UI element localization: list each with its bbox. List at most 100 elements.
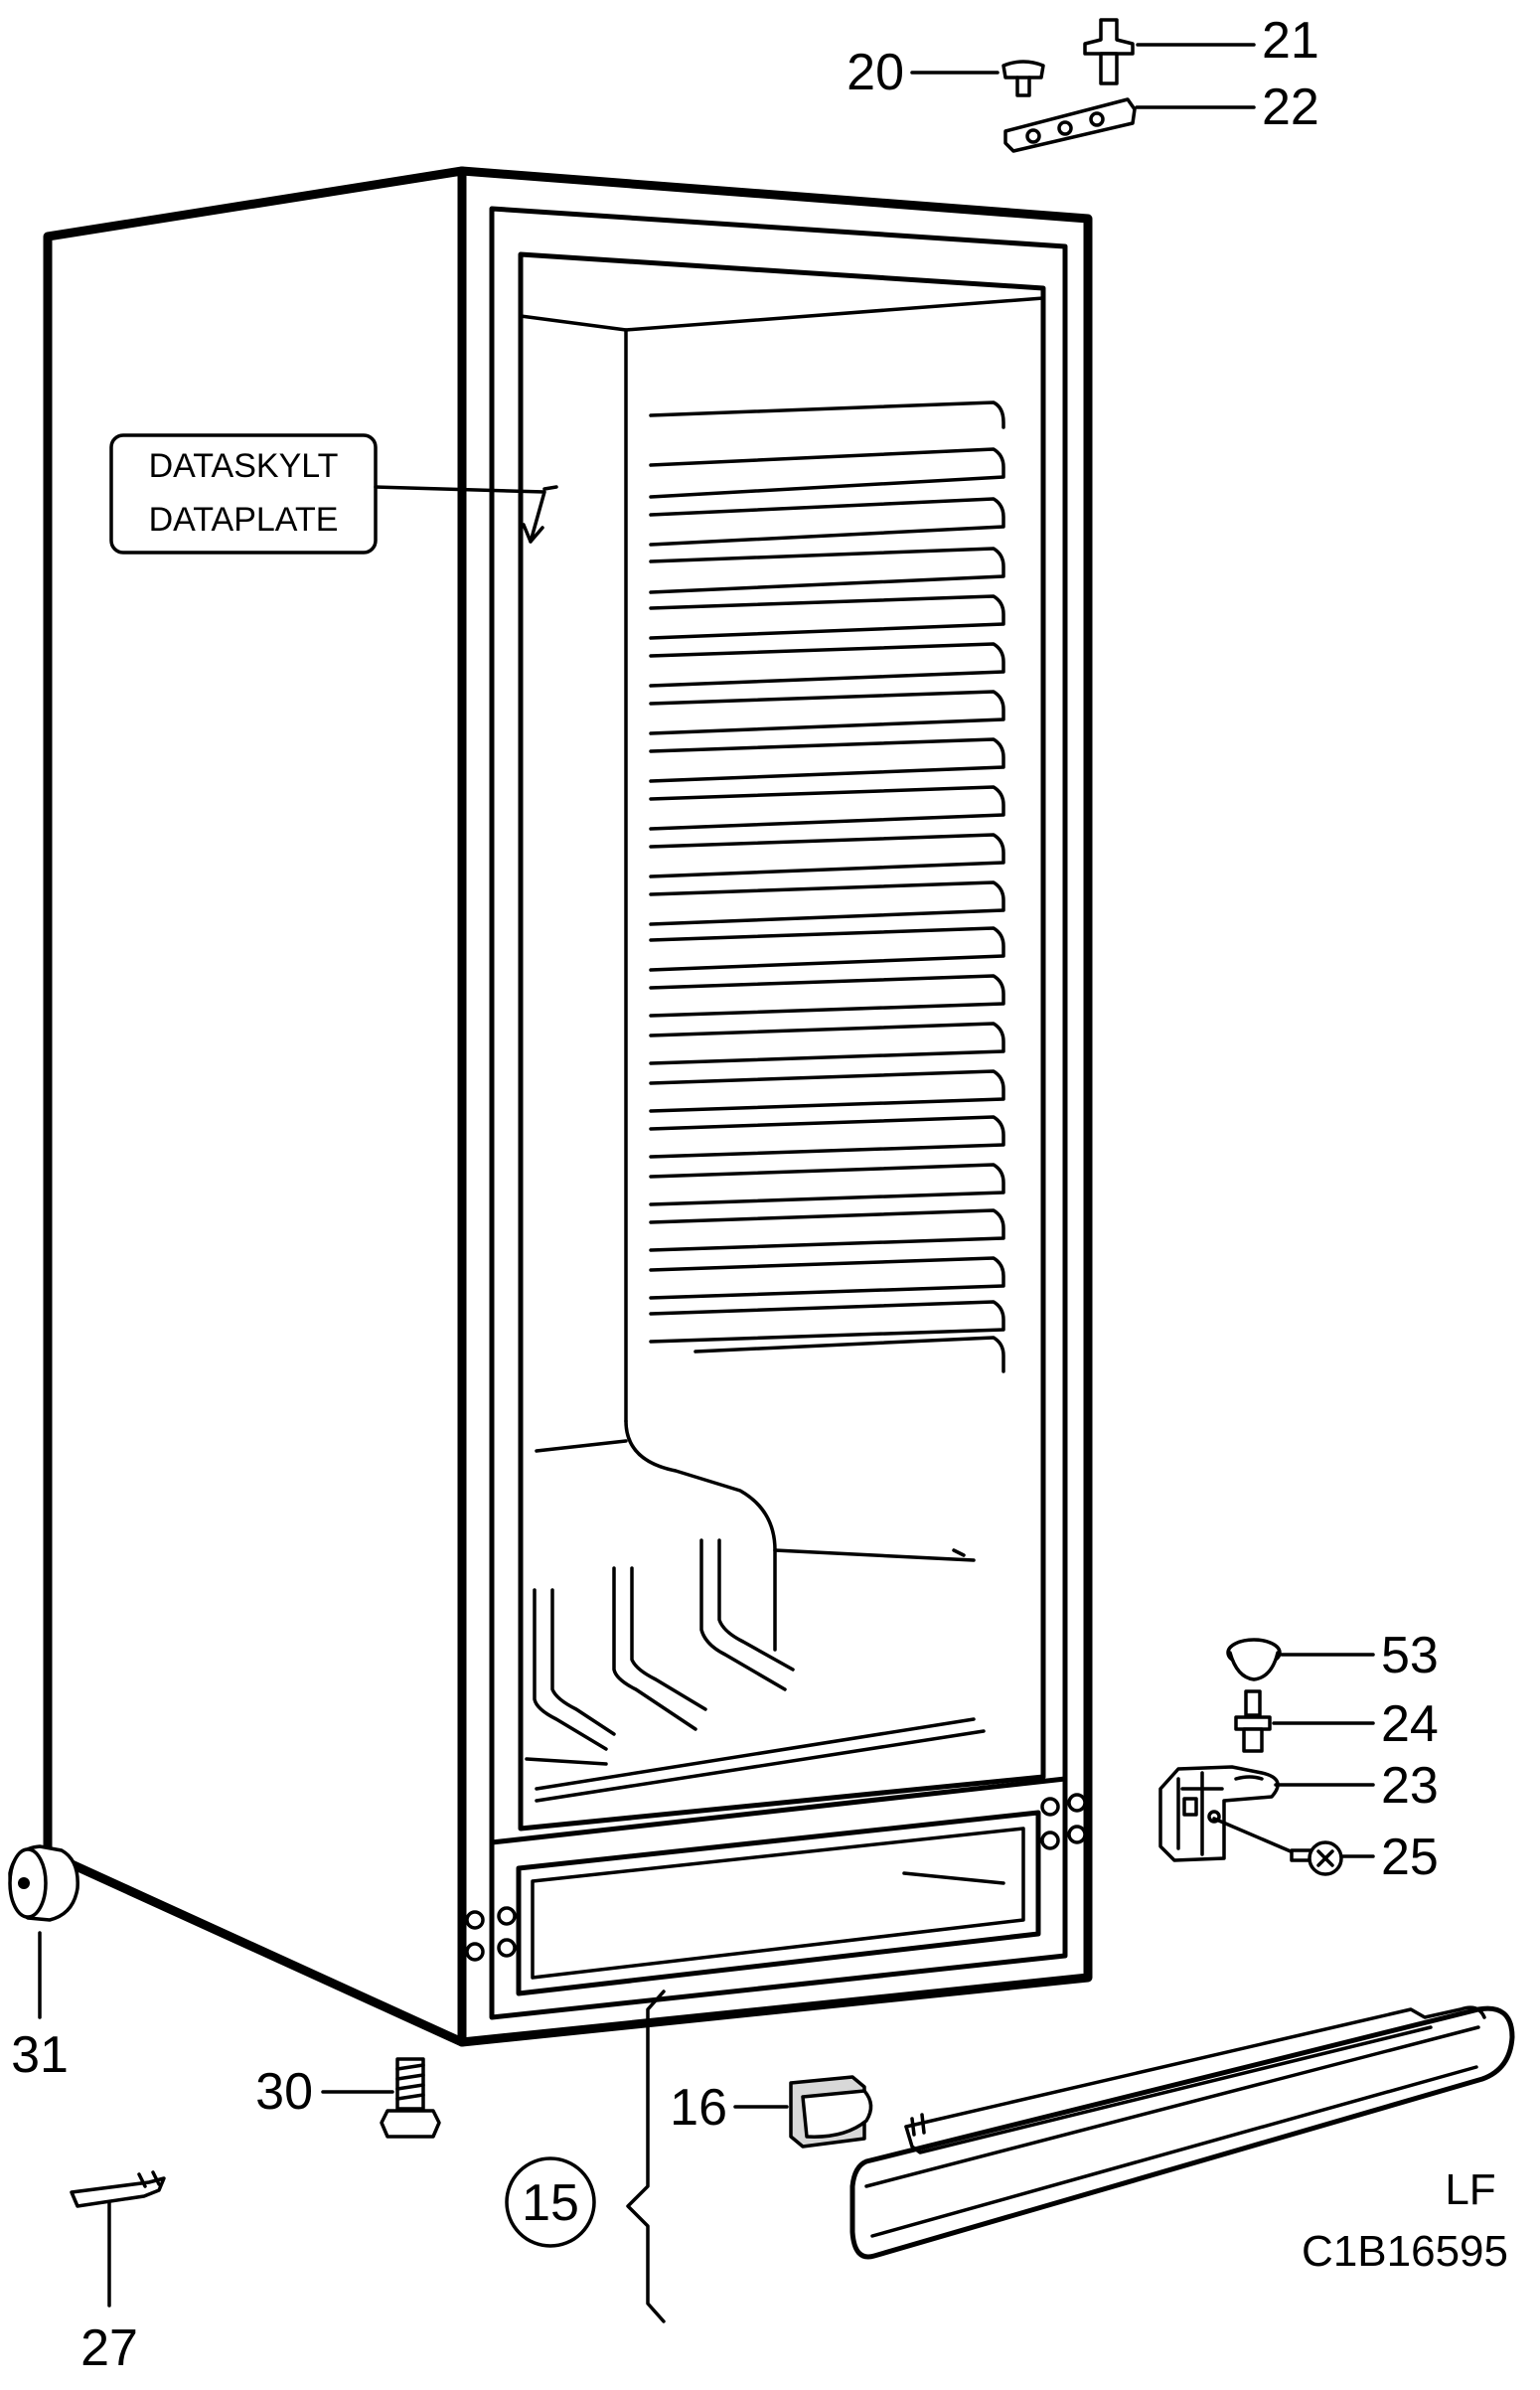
shelf-rail [649, 1022, 1005, 1065]
screw-hole [1040, 1831, 1060, 1850]
shelf-rail [649, 447, 1005, 499]
tube [699, 1538, 787, 1691]
frame-inner-rim [489, 206, 1068, 2020]
handle-highlight [864, 2025, 1480, 2188]
shelf-rail [649, 400, 1005, 429]
screw-hole [465, 1942, 485, 1962]
shelf-rail [649, 497, 1005, 547]
side-code: LF [1445, 2165, 1495, 2214]
door-handle [849, 2005, 1515, 2260]
shelf-rail [649, 547, 1005, 594]
floor-back-edge [535, 1439, 628, 1453]
shelf-rail [649, 833, 1005, 878]
bracket-detail [1176, 1771, 1224, 1856]
callout-25: 25 [1381, 1829, 1439, 1886]
callout-23: 23 [1381, 1757, 1439, 1815]
foot-hole [18, 1877, 30, 1889]
callout-22: 22 [1262, 79, 1319, 136]
part-22-hinge-plate: 22 [1003, 79, 1319, 153]
shelf-rail [649, 785, 1005, 831]
callout-15: 15 [522, 2174, 579, 2232]
dataplate-leader [374, 485, 546, 544]
part-27-clip: 27 [70, 2170, 166, 2377]
liner-top-edge [519, 296, 1045, 332]
screw-leader-to-bracket [1212, 1817, 1300, 1856]
part-25-screw: 25 [1212, 1817, 1439, 1886]
callout-20: 20 [847, 44, 904, 101]
part-24-pin: 24 [1234, 1689, 1439, 1753]
floor-rail [535, 1729, 986, 1803]
figure-code: C1B16595 [1302, 2227, 1508, 2276]
part-30-bolt: 30 [255, 2057, 441, 2139]
kick-panel-line [902, 1871, 1005, 1885]
handle-shade-line [870, 2065, 1478, 2238]
callout-15-circle [505, 2156, 596, 2248]
screw-hole [465, 1910, 485, 1930]
shelf-rails [649, 400, 1005, 1373]
bracket-slot [1182, 1797, 1198, 1817]
pin-shank [1099, 52, 1119, 85]
shelf-rail [649, 974, 1005, 1018]
tube [550, 1588, 616, 1736]
shelf-rail [649, 880, 1005, 926]
callout-16: 16 [670, 2079, 727, 2137]
handle-inner-lip [904, 2025, 1433, 2154]
callout-21: 21 [1262, 12, 1319, 70]
bolt-head [380, 2109, 441, 2139]
floor-mark [952, 1548, 966, 1557]
tube [612, 1566, 697, 1731]
floor-right-edge [773, 1548, 976, 1562]
hinge-plate-hole [1057, 120, 1073, 136]
bracket-curve [1234, 1775, 1264, 1781]
floor-rail [535, 1717, 976, 1791]
clip-body [70, 2176, 166, 2208]
shelf-rail [693, 1336, 1005, 1373]
kick-panel-inner [531, 1827, 1025, 1980]
dataplate-label-line2: DATAPLATE [149, 501, 339, 539]
callout-53: 53 [1381, 1627, 1439, 1684]
part-31-foot: 31 [8, 1844, 79, 2084]
pin-top [1244, 1689, 1262, 1717]
end-cap-face [801, 2089, 873, 2139]
callout-24: 24 [1381, 1695, 1439, 1753]
shelf-rail [649, 1163, 1005, 1206]
cabinet-opening [518, 251, 1046, 1832]
screw-hole [1067, 1825, 1087, 1844]
screw-head [1001, 60, 1045, 80]
tube [630, 1566, 707, 1711]
dataplate-label-box [109, 433, 378, 555]
part-53-cap: 53 [1226, 1627, 1439, 1684]
tube [717, 1538, 795, 1672]
screw-hole [497, 1938, 517, 1958]
shelf-rail [649, 594, 1005, 640]
bracket-hole [1207, 1810, 1221, 1824]
cabinet [43, 166, 1093, 2047]
callout-30: 30 [255, 2063, 313, 2121]
assembly-brace [626, 1990, 666, 2323]
shelf-rail [649, 1115, 1005, 1159]
screw-hole [1067, 1793, 1087, 1813]
screw-hole [1040, 1797, 1060, 1817]
pin-head [1083, 18, 1135, 56]
tube [533, 1588, 608, 1751]
shelf-rail [649, 1256, 1005, 1300]
hinge-plate-hole [1025, 128, 1041, 144]
callout-27: 27 [80, 2319, 138, 2377]
part-20-screw: 20 [847, 44, 1045, 101]
screw-holes [465, 1793, 1087, 1962]
shelf-rail [649, 926, 1005, 972]
dataplate-label: DATASKYLT DATAPLATE [109, 433, 558, 555]
part-21-pin: 21 [1083, 12, 1319, 85]
screw-hole [497, 1906, 517, 1926]
cabinet-front-frame [457, 166, 1093, 2047]
shelf-rail [649, 642, 1005, 688]
pin-bottom [1242, 1727, 1264, 1753]
handle-end-detail [910, 2113, 926, 2137]
clip-tab [137, 2170, 161, 2188]
callout-31: 31 [11, 2026, 69, 2084]
dataplate-arrowhead [522, 485, 558, 544]
kick-panel-top [489, 1776, 1068, 1845]
shelf-rail [649, 1208, 1005, 1252]
